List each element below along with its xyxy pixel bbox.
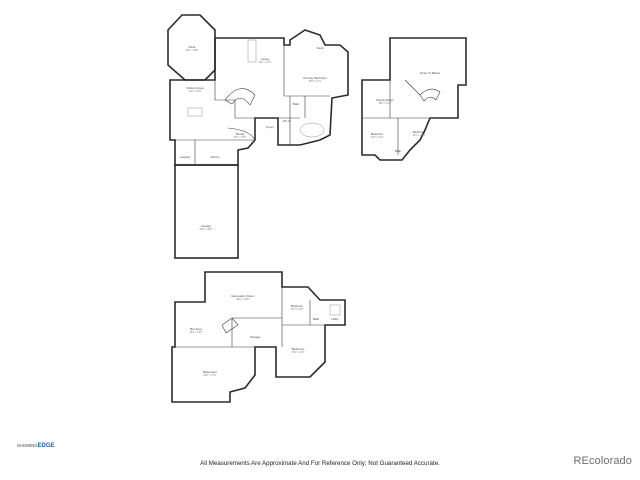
primary-dim: 16'5" x 17'1" <box>308 80 321 83</box>
basement-label: Basement <box>203 370 217 374</box>
foyer-label: Foyer <box>266 125 274 129</box>
kitchen-dim: 13'2" x 16'0" <box>188 90 201 93</box>
basement-dim: 22'0" x 17'0" <box>203 374 216 377</box>
bed3-dim: 11'6" x 12'0" <box>413 134 426 137</box>
living-label: Living <box>261 57 269 61</box>
logo-main-text: EDGE <box>37 443 55 449</box>
bedroom-l-label: Bedroom <box>291 304 304 308</box>
utility-label: Utility <box>331 317 339 321</box>
bed2-label: Bedroom <box>371 132 384 136</box>
laundry-label: Laundry <box>180 155 191 159</box>
recolorado-watermark: REcolorado <box>573 455 632 467</box>
lower-staircase <box>221 317 239 334</box>
bedroom-l-dim: 13'0" x 14'5" <box>290 308 303 311</box>
deck-dim: 12'0" x 18'0" <box>185 49 198 52</box>
curved-staircase <box>224 88 256 106</box>
bedroom-l2-label: Bedroom <box>292 347 305 351</box>
ubath-label: Bath <box>395 149 402 153</box>
measurement-disclaimer: All Measurements Are Approximate And For… <box>200 460 440 467</box>
bed2-dim: 11'6" x 12'0" <box>371 136 384 139</box>
upper-floor-outline <box>361 37 467 161</box>
family-dim: 16'8" x 14'0" <box>378 102 391 105</box>
family-label: Family Room <box>376 98 394 102</box>
lower-floor-outline <box>171 271 346 403</box>
recreation-dim: 26'0" x 18'0" <box>236 298 249 301</box>
showing-edge-logo: SHOWINGEDGE <box>17 443 57 455</box>
storage-label: Storage <box>250 335 261 339</box>
kitchen-island <box>187 107 203 117</box>
lower-floor-plan: Recreation Room 26'0" x 18'0" Bedroom 13… <box>171 271 346 403</box>
bay-window <box>227 127 256 141</box>
garage-outline <box>174 164 239 259</box>
bed3-label: Bedroom <box>413 130 426 134</box>
bedroom-l2-dim: 15'0" x 12'0" <box>291 351 304 354</box>
garage-dim: 23'6" x 32'6" <box>199 228 212 231</box>
bathtub-icon <box>299 122 325 138</box>
upper-staircase <box>419 88 441 102</box>
deck2-label: Deck <box>317 46 324 50</box>
recreation-label: Recreation Room <box>231 294 255 298</box>
main-floor-outline <box>169 29 349 166</box>
bath-label: Bath <box>293 102 300 106</box>
dining-dim: 13'0" x 15'0" <box>233 136 246 139</box>
garage-label: Garage <box>201 224 211 228</box>
kitchen-label: Kitchen Area <box>186 86 203 90</box>
upper-floor-plan: Open To Below Family Room 16'8" x 14'0" … <box>361 37 467 161</box>
primary-label: Primary Bedroom <box>303 76 327 80</box>
deck-label: Deck <box>189 45 196 49</box>
upper-railing <box>404 79 421 96</box>
main-floor-plan: Deck 12'0" x 18'0" Living 21'0" x 17'4" … <box>167 14 349 259</box>
stair-treads <box>247 39 257 63</box>
logo-wordmark: SHOWINGEDGE <box>17 443 55 449</box>
pantry-label: Pantry <box>211 155 220 159</box>
bar-dim: 14'2" x 12'0" <box>189 331 202 334</box>
bar-label: Bar Area <box>190 327 202 331</box>
main-floor-interior-walls <box>214 80 278 119</box>
utility-fixture <box>329 304 341 316</box>
closet-label: W.I.C. <box>283 119 291 123</box>
dining-label: Dining <box>236 132 245 136</box>
lbath-label: Bath <box>313 317 320 321</box>
loft-label: Open To Below <box>420 71 441 75</box>
living-dim: 21'0" x 17'4" <box>258 61 271 64</box>
logo-prefix: SHOWING <box>17 443 38 448</box>
